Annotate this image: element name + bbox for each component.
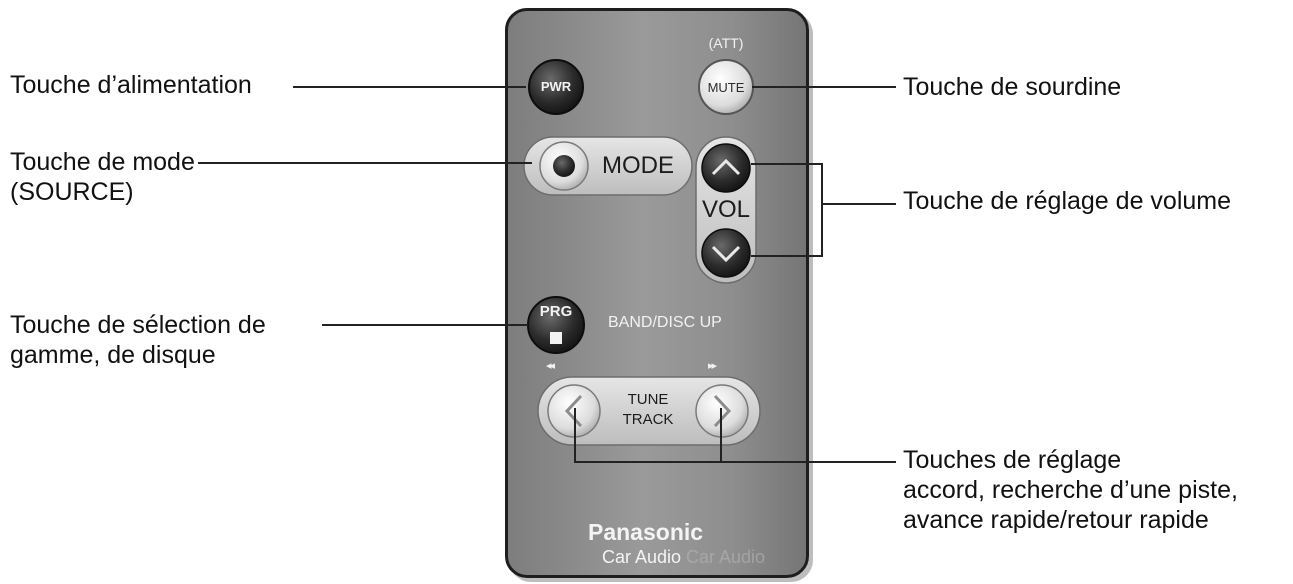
callout-mute: Touche de sourdine — [903, 72, 1121, 102]
leader-tune-bracket — [574, 408, 722, 463]
callout-mute-text: Touche de sourdine — [903, 73, 1122, 101]
callout-volume: Touche de réglage de volume — [903, 186, 1231, 216]
callout-volume-text: Touche de réglage de volume — [903, 187, 1232, 215]
callout-tune-line1: Touches de réglage — [903, 446, 1122, 474]
chevron-left-icon — [564, 394, 583, 428]
callout-tune-line3: avance rapide/retour rapide — [903, 506, 1209, 534]
power-button[interactable] — [528, 59, 584, 115]
volume-down-button[interactable] — [701, 228, 751, 278]
remote-control: (ATT) PWR MUTE MODE VOL PRG BAND/DISC UP… — [505, 8, 809, 578]
chevron-down-icon — [711, 245, 741, 263]
mute-label: MUTE — [707, 80, 745, 95]
callout-mode-line2: (SOURCE) — [10, 178, 134, 206]
subbrand-label: Car Audio — [602, 547, 682, 567]
fast-forward-icon: ▸▸ — [708, 360, 717, 372]
tune-label: TUNE — [627, 391, 669, 408]
prg-label: PRG — [539, 303, 573, 320]
callout-mode: Touche de mode (SOURCE) — [10, 147, 195, 207]
callout-tune: Touches de réglage accord, recherche d’u… — [903, 445, 1238, 535]
callout-band: Touche de sélection de gamme, de disque — [10, 310, 266, 370]
mode-label: MODE — [602, 152, 674, 179]
stop-icon — [550, 332, 562, 344]
subbrand-ghost-label: Car Audio — [686, 547, 766, 567]
volume-up-button[interactable] — [701, 143, 751, 193]
remote-artwork — [523, 59, 761, 446]
rewind-icon: ◂◂ — [546, 360, 555, 372]
callout-band-line2: gamme, de disque — [10, 341, 216, 369]
chevron-up-icon — [711, 158, 741, 176]
chevron-right-icon — [713, 394, 732, 428]
callout-mode-line1: Touche de mode — [10, 148, 195, 176]
callout-band-line1: Touche de sélection de — [10, 311, 266, 339]
mode-button[interactable] — [523, 136, 693, 196]
att-label: (ATT) — [708, 35, 744, 51]
callout-power: Touche d’alimentation — [10, 70, 252, 100]
volume-label: VOL — [701, 196, 751, 223]
callout-tune-line2: accord, recherche d’une piste, — [903, 476, 1238, 504]
callout-power-text: Touche d’alimentation — [10, 71, 252, 99]
band-disc-label: BAND/DISC UP — [608, 314, 722, 331]
track-label: TRACK — [622, 411, 674, 428]
leader-volume-bracket — [751, 163, 823, 257]
brand-logo: Panasonic — [588, 519, 704, 545]
power-label: PWR — [540, 79, 572, 94]
